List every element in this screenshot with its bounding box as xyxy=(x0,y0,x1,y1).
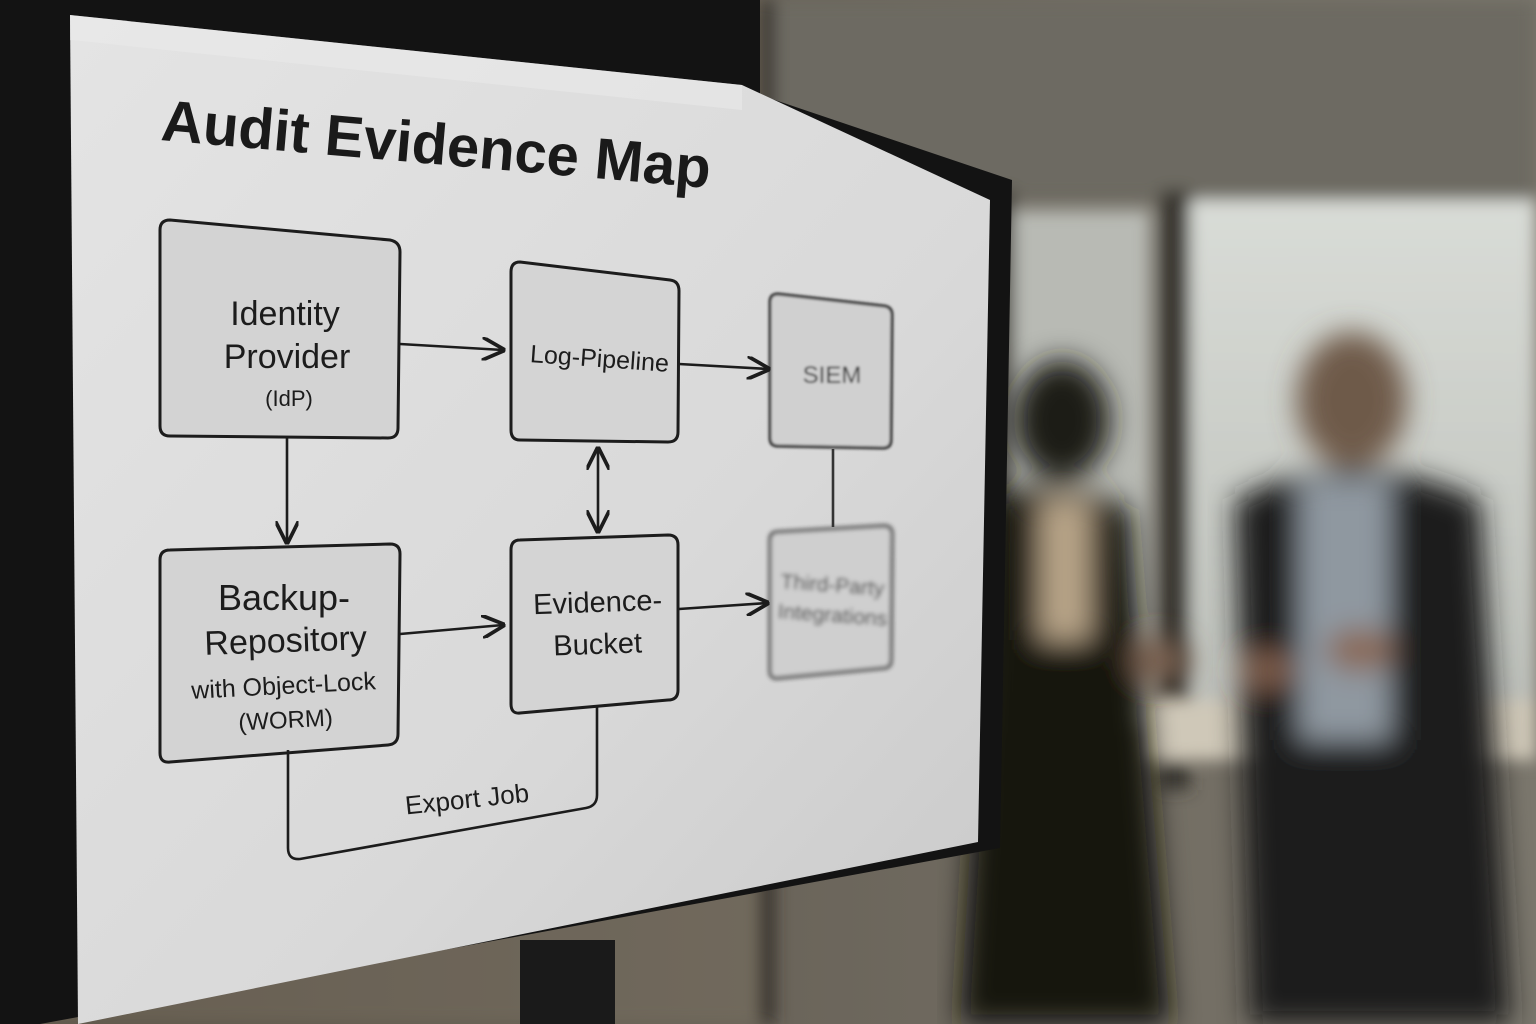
edges xyxy=(286,344,835,861)
node-idp-line1: Identity xyxy=(230,295,340,333)
person-right xyxy=(1235,332,1510,1024)
node-identity-provider: Identity Provider (IdP) xyxy=(158,218,402,440)
node-backup-repository: Backup- Repository with Object-Lock (WOR… xyxy=(158,542,402,764)
person-left xyxy=(960,360,1190,1024)
node-idp-line2: Provider xyxy=(224,338,351,376)
edge-export-job xyxy=(286,707,599,861)
node-evidence-bucket: Evidence- Bucket xyxy=(509,533,680,715)
node-evidence-line1: Evidence- xyxy=(533,585,663,621)
node-siem-label: SIEM xyxy=(803,362,862,389)
node-idp-line3: (IdP) xyxy=(265,386,313,411)
node-siem: SIEM xyxy=(768,292,894,450)
node-log-pipeline: Log-Pipeline xyxy=(509,260,681,444)
edge-backup-to-evidence-bucket xyxy=(399,625,503,634)
edge-log-pipeline-to-siem xyxy=(678,364,768,369)
node-evidence-line2: Bucket xyxy=(553,627,643,662)
node-backup-line2: Repository xyxy=(204,619,368,663)
edge-idp-to-log-pipeline xyxy=(399,344,503,350)
node-backup-line4: (WORM) xyxy=(238,705,334,737)
node-backup-line1: Backup- xyxy=(218,577,350,618)
monitor-stand xyxy=(520,940,615,1024)
edge-evidence-bucket-to-third-party xyxy=(678,603,767,609)
node-third-party-integrations: Third-Party Integrations xyxy=(768,524,894,680)
